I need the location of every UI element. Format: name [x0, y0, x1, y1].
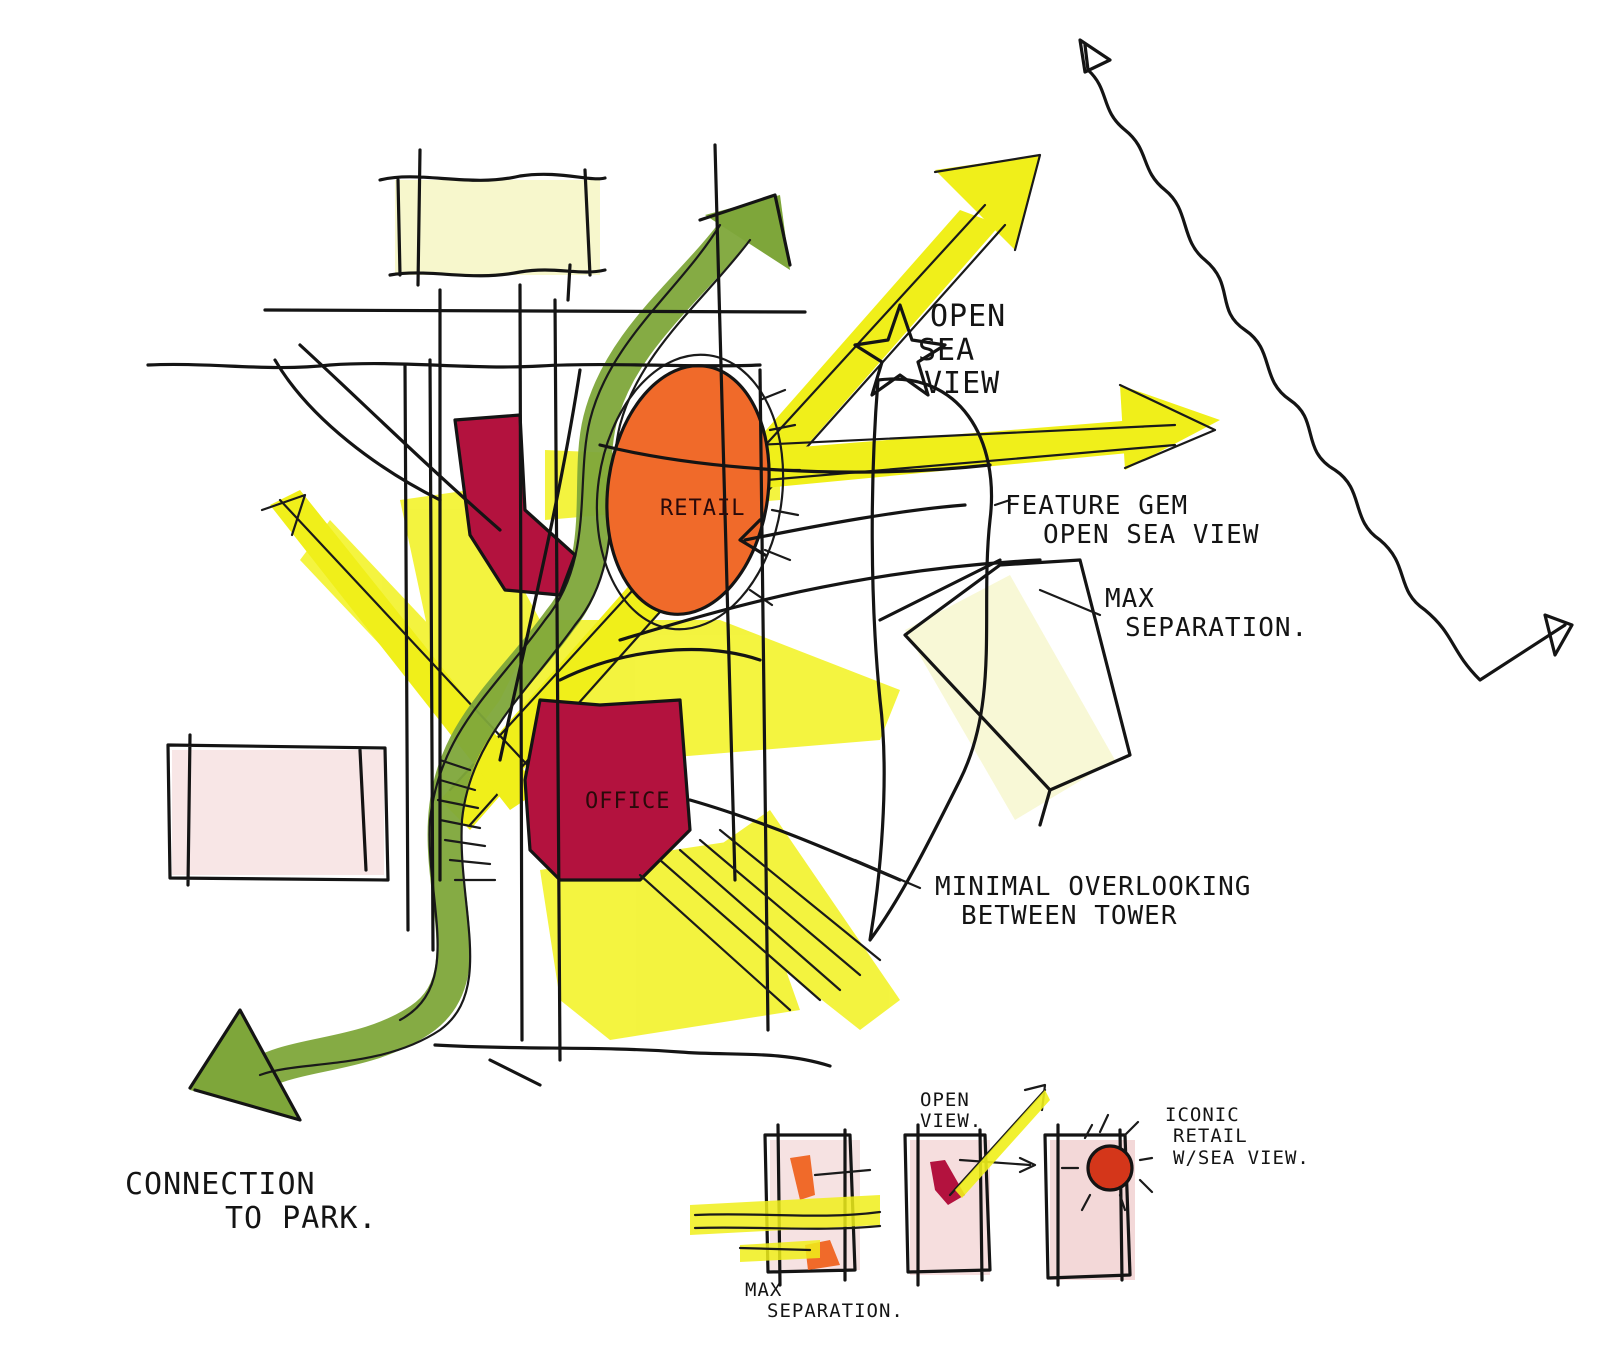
label-inset-max-separation-line1: MAX — [745, 1279, 783, 1301]
label-open-sea-view: OPEN SEA VIEW — [918, 299, 1007, 401]
building-washes — [172, 180, 1135, 1280]
label-office: OFFICE — [585, 789, 671, 814]
star-icon — [853, 303, 947, 397]
label-connection-to-park: CONNECTION TO PARK. — [125, 1168, 378, 1235]
label-max-separation: MAX SEPARATION. — [1105, 584, 1309, 644]
label-inset-iconic-retail-line1: ICONIC — [1165, 1104, 1240, 1126]
label-feature-gem: FEATURE GEM OPEN SEA VIEW — [1005, 491, 1260, 551]
label-open-sea-view-line1: OPEN — [930, 299, 1007, 334]
label-minimal-overlooking-line2: BETWEEN TOWER — [961, 901, 1178, 932]
ink-linework — [146, 143, 1132, 1087]
label-inset-iconic-retail-line3: W/SEA VIEW. — [1173, 1146, 1310, 1169]
label-max-separation-line1: MAX — [1105, 584, 1155, 614]
label-inset-max-separation: MAX SEPARATION. — [745, 1279, 904, 1323]
label-feature-gem-line1: FEATURE GEM — [1005, 491, 1189, 521]
label-inset-open-view-line1: OPEN — [920, 1089, 970, 1111]
label-minimal-overlooking: MINIMAL OVERLOOKING BETWEEN TOWER — [935, 872, 1252, 932]
label-minimal-overlooking-line1: MINIMAL OVERLOOKING — [935, 872, 1252, 902]
inset-diagrams — [690, 1083, 1154, 1287]
label-connection-to-park-line2: TO PARK. — [225, 1200, 378, 1236]
label-open-sea-view-line2: SEA — [918, 332, 976, 368]
label-retail: RETAIL — [660, 496, 746, 521]
compass-arrow-icon — [1078, 38, 1574, 682]
park-connection — [188, 193, 792, 1122]
label-feature-gem-line2: OPEN SEA VIEW — [1043, 520, 1260, 551]
label-inset-iconic-retail: ICONIC RETAIL W/SEA VIEW. — [1165, 1104, 1310, 1169]
label-max-separation-line2: SEPARATION. — [1125, 613, 1309, 644]
label-inset-max-separation-line2: SEPARATION. — [767, 1300, 904, 1323]
label-open-sea-view-line3: VIEW — [924, 366, 1001, 402]
label-inset-open-view-line2: VIEW. — [920, 1110, 983, 1133]
label-inset-open-view: OPEN VIEW. — [920, 1089, 983, 1133]
leader-lines — [853, 498, 1102, 890]
label-inset-iconic-retail-line2: RETAIL — [1173, 1125, 1248, 1148]
label-connection-to-park-line1: CONNECTION — [125, 1167, 316, 1202]
